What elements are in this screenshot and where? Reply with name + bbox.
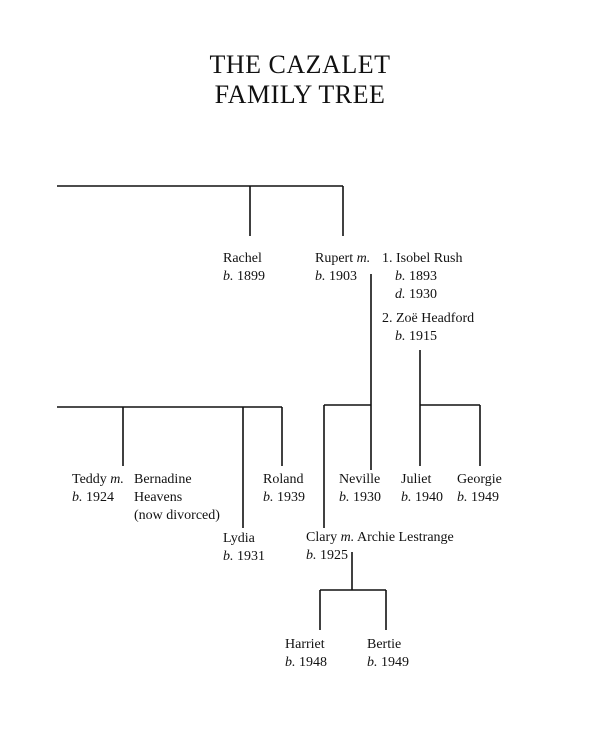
neville-name: Neville xyxy=(339,472,381,487)
title-line-2: FAMILY TREE xyxy=(214,80,386,109)
rachel-birth: b. 1899 xyxy=(223,269,265,284)
person-juliet: Juliet b. 1940 xyxy=(401,471,443,507)
person-archie: Archie Lestrange xyxy=(356,530,454,545)
teddy-name: Teddy m. xyxy=(72,472,124,487)
clary-name: Clary m. Archie Lestrange xyxy=(306,530,454,545)
harriet-name: Harriet xyxy=(285,637,325,652)
roland-birth: b. 1939 xyxy=(263,490,305,505)
zoe-name: 2. Zoë Headford xyxy=(382,311,475,326)
teddy-birth: b. 1924 xyxy=(72,490,114,505)
isobel-death: d. 1930 xyxy=(395,287,437,302)
person-isobel: 1. Isobel Rush b. 1893 d. 1930 xyxy=(382,250,463,304)
harriet-birth: b. 1948 xyxy=(285,655,327,670)
isobel-birth: b. 1893 xyxy=(395,269,437,284)
person-lydia: Lydia b. 1931 xyxy=(223,530,265,566)
juliet-name: Juliet xyxy=(401,472,432,487)
bernadine-name-1: Bernadine xyxy=(134,472,192,487)
georgie-name: Georgie xyxy=(457,472,502,487)
juliet-birth: b. 1940 xyxy=(401,490,443,505)
lydia-birth: b. 1931 xyxy=(223,549,265,564)
rupert-name: Rupert m. xyxy=(315,251,371,266)
rachel-name: Rachel xyxy=(223,251,262,266)
person-rachel: Rachel b. 1899 xyxy=(223,250,265,286)
bernadine-name-2: Heavens xyxy=(134,490,183,505)
person-zoe: 2. Zoë Headford b. 1915 xyxy=(382,310,474,346)
isobel-name: 1. Isobel Rush xyxy=(382,251,463,266)
clary-birth: b. 1925 xyxy=(306,548,348,563)
bernadine-note: (now divorced) xyxy=(134,508,220,523)
neville-birth: b. 1930 xyxy=(339,490,381,505)
person-harriet: Harriet b. 1948 xyxy=(285,636,327,672)
person-bernadine: Bernadine Heavens (now divorced) xyxy=(134,471,220,525)
rupert-birth: b. 1903 xyxy=(315,269,357,284)
person-rupert: Rupert m. b. 1903 xyxy=(315,250,370,286)
person-teddy: Teddy m. b. 1924 xyxy=(72,471,124,507)
person-clary: Clary m. Archie Lestrange b. 1925 xyxy=(306,529,454,565)
person-bertie: Bertie b. 1949 xyxy=(367,636,409,672)
georgie-birth: b. 1949 xyxy=(457,490,499,505)
person-roland: Roland b. 1939 xyxy=(263,471,305,507)
roland-name: Roland xyxy=(263,472,304,487)
bertie-name: Bertie xyxy=(367,637,402,652)
person-georgie: Georgie b. 1949 xyxy=(457,471,502,507)
lydia-name: Lydia xyxy=(223,531,255,546)
title-line-1: THE CAZALET xyxy=(209,50,391,79)
bertie-birth: b. 1949 xyxy=(367,655,409,670)
zoe-birth: b. 1915 xyxy=(395,329,437,344)
person-neville: Neville b. 1930 xyxy=(339,471,381,507)
